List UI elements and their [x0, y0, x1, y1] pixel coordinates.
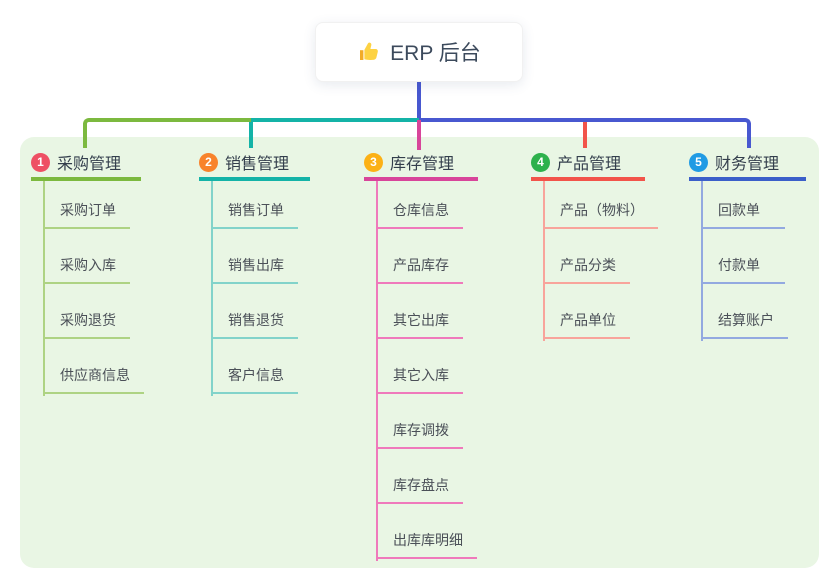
root-node[interactable]: ERP 后台 [315, 22, 523, 82]
branch-tree-line [701, 181, 703, 341]
branch-column: 3 库存管理 仓库信息产品库存其它出库其它入库库存调拨库存盘点出库库明细 [364, 147, 478, 561]
branch-tree-line [376, 181, 378, 561]
branch-item[interactable]: 产品库存 [376, 229, 463, 284]
branch-tree-line [43, 181, 45, 396]
branch-title: 产品管理 [557, 156, 622, 173]
trunk-connector [417, 82, 421, 122]
branch-title: 财务管理 [715, 156, 780, 173]
branch-item[interactable]: 供应商信息 [43, 339, 144, 394]
branch-item[interactable]: 其它出库 [376, 284, 463, 339]
branch-column: 4 产品管理 产品（物料）产品分类产品单位 [531, 147, 658, 341]
branch-items: 仓库信息产品库存其它出库其它入库库存调拨库存盘点出库库明细 [376, 181, 478, 559]
branch-number-badge: 4 [531, 152, 550, 172]
branch-title: 采购管理 [57, 156, 122, 173]
branch-item[interactable]: 销售订单 [211, 181, 298, 229]
branch-column: 5 财务管理 回款单付款单结算账户 [689, 147, 806, 341]
branch-item[interactable]: 付款单 [701, 229, 785, 284]
branch-items: 销售订单销售出库销售退货客户信息 [211, 181, 310, 394]
branch-title: 库存管理 [390, 156, 455, 173]
branch-number-badge: 1 [31, 152, 50, 172]
branch-number-badge: 3 [364, 152, 383, 172]
branch-header[interactable]: 4 产品管理 [531, 147, 645, 181]
thumbs-up-icon [357, 40, 381, 64]
bus-connector-right [419, 118, 751, 148]
branch-items: 产品（物料）产品分类产品单位 [543, 181, 658, 339]
branch-number-badge: 2 [199, 152, 218, 172]
branch-tree-line [211, 181, 213, 396]
branch-number-badge: 5 [689, 152, 708, 172]
branch-item[interactable]: 采购退货 [43, 284, 130, 339]
branch-item[interactable]: 回款单 [701, 181, 785, 229]
branch-item[interactable]: 结算账户 [701, 284, 788, 339]
branch-item[interactable]: 产品单位 [543, 284, 630, 339]
branch-item[interactable]: 出库库明细 [376, 504, 477, 559]
branch-header[interactable]: 1 采购管理 [31, 147, 141, 181]
branch-header[interactable]: 5 财务管理 [689, 147, 806, 181]
branch-item[interactable]: 销售退货 [211, 284, 298, 339]
branch-item[interactable]: 产品（物料） [543, 181, 658, 229]
bus-connector-mid [251, 118, 421, 122]
branch-items: 回款单付款单结算账户 [701, 181, 806, 339]
branch-item[interactable]: 库存调拨 [376, 394, 463, 449]
branch-drop-sales [249, 122, 253, 148]
branch-item[interactable]: 库存盘点 [376, 449, 463, 504]
bus-connector-left [83, 118, 253, 148]
branch-column: 2 销售管理 销售订单销售出库销售退货客户信息 [199, 147, 310, 396]
branch-item[interactable]: 其它入库 [376, 339, 463, 394]
branch-items: 采购订单采购入库采购退货供应商信息 [43, 181, 144, 394]
branch-item[interactable]: 产品分类 [543, 229, 630, 284]
root-node-label: ERP 后台 [390, 42, 481, 65]
branch-item[interactable]: 仓库信息 [376, 181, 463, 229]
branch-title: 销售管理 [225, 156, 290, 173]
branch-header[interactable]: 2 销售管理 [199, 147, 310, 181]
branches-panel [20, 137, 819, 568]
branch-item[interactable]: 采购入库 [43, 229, 130, 284]
branch-column: 1 采购管理 采购订单采购入库采购退货供应商信息 [31, 147, 144, 396]
branch-tree-line [543, 181, 545, 341]
branch-header[interactable]: 3 库存管理 [364, 147, 478, 181]
branch-item[interactable]: 销售出库 [211, 229, 298, 284]
branch-item[interactable]: 客户信息 [211, 339, 298, 394]
branch-item[interactable]: 采购订单 [43, 181, 130, 229]
branch-drop-product [583, 122, 587, 148]
branch-drop-inventory [417, 120, 421, 150]
